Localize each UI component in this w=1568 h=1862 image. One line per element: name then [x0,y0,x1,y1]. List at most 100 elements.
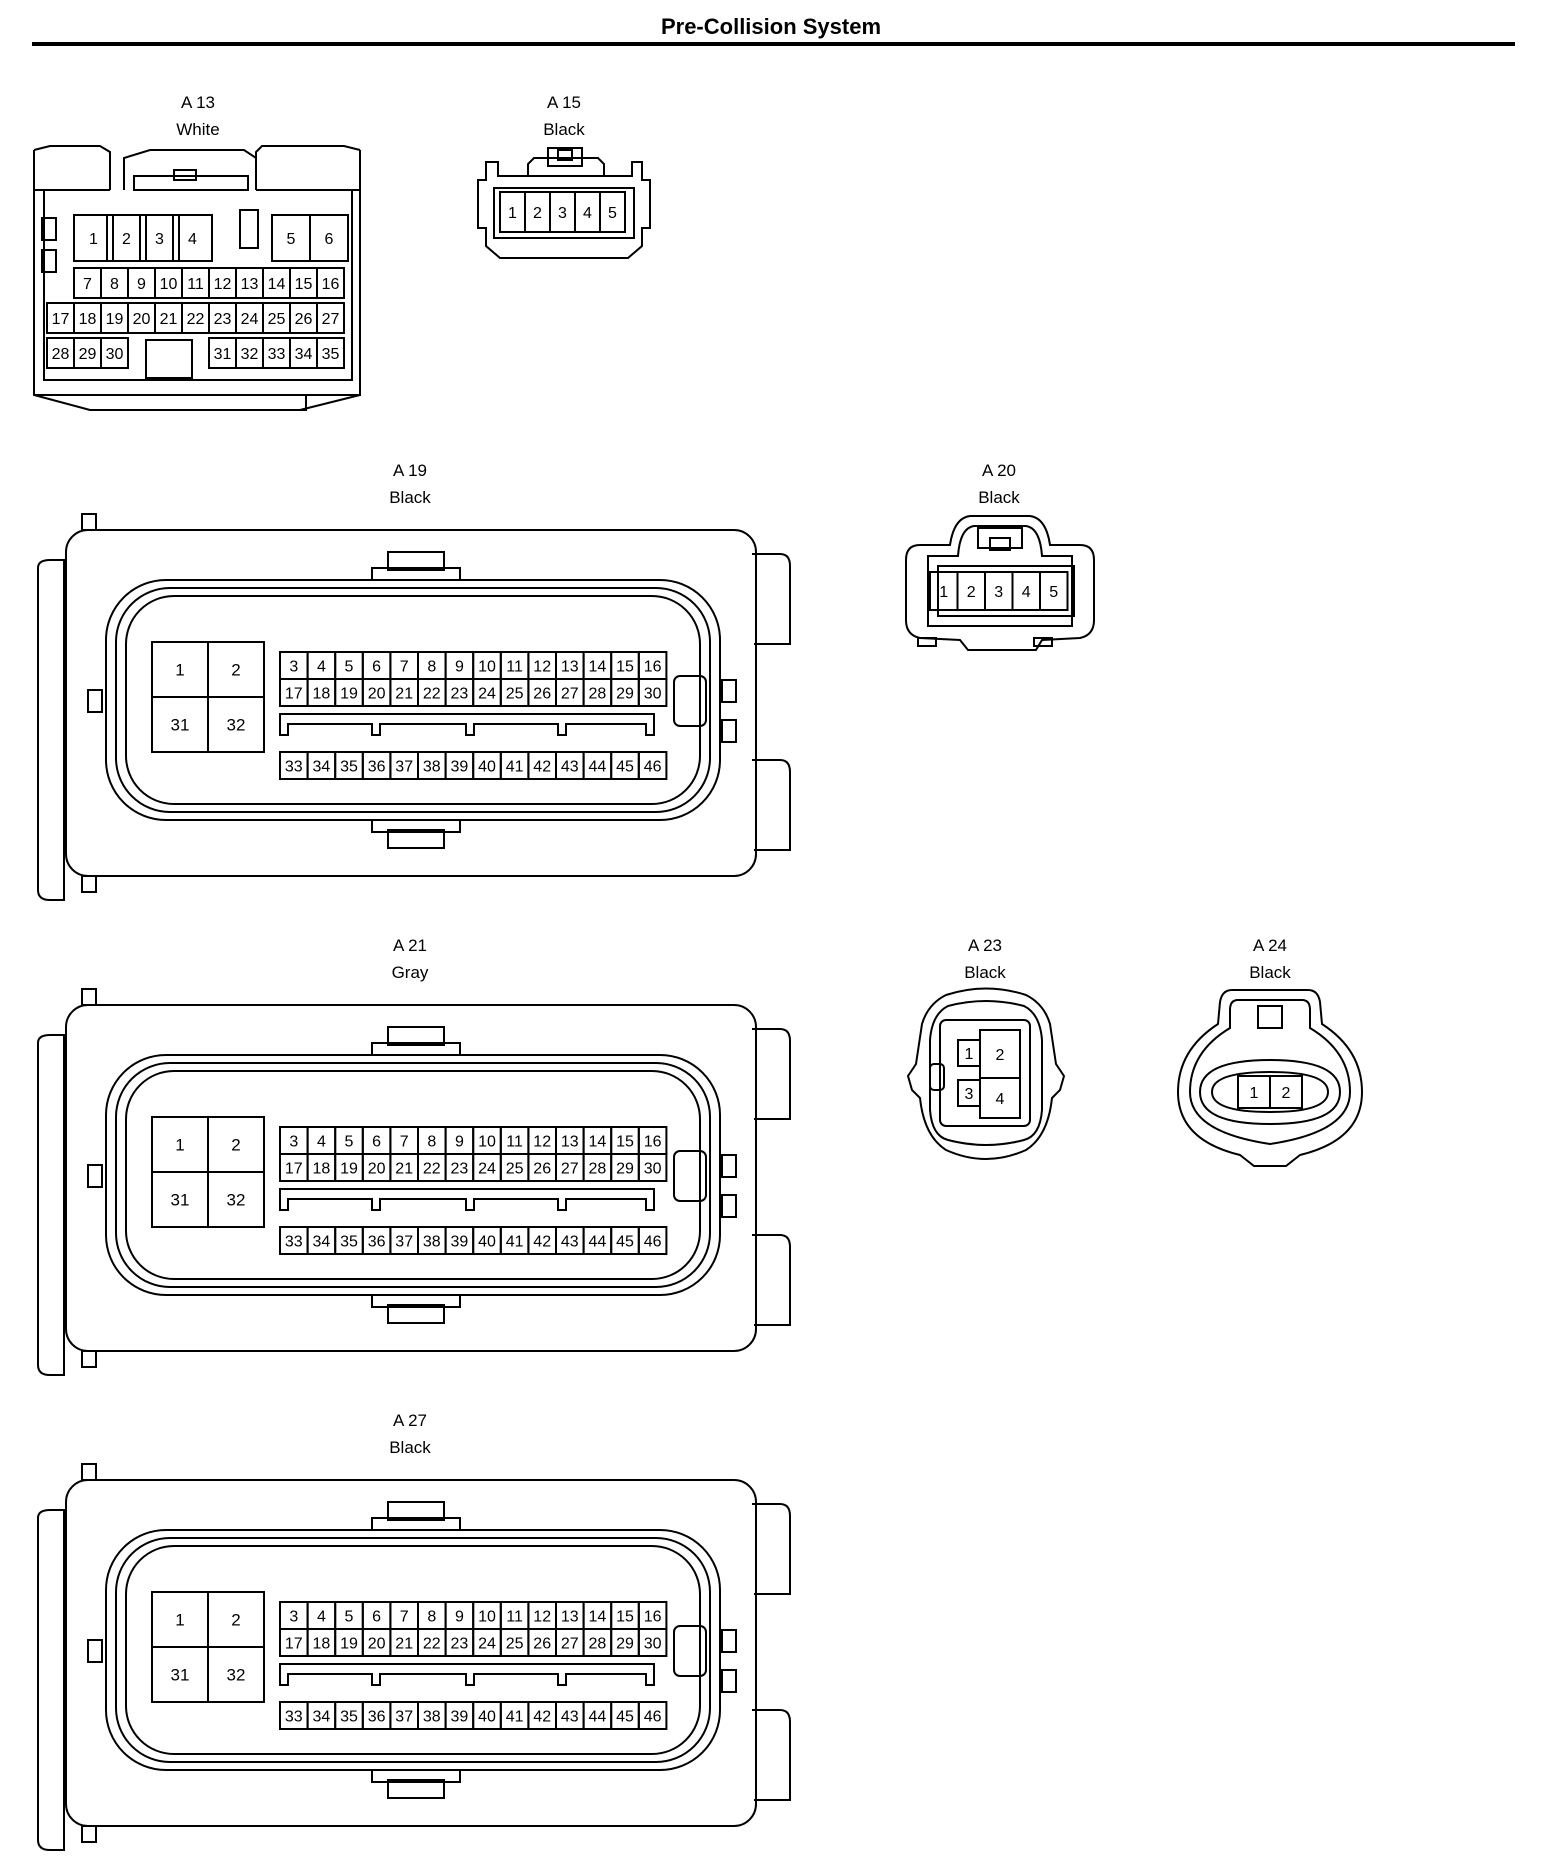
pin-cell [637,1628,668,1657]
pin-label: 25 [506,686,524,703]
pin-label: 1 [175,1136,184,1155]
pin-label: 29 [79,346,97,363]
pin-label: 25 [506,1636,524,1653]
pin-label: 35 [340,1709,358,1726]
pin-cell [637,678,668,707]
pin-label: 37 [395,759,413,776]
pin-label: 38 [423,1709,441,1726]
latch-tab [977,527,1023,549]
pin-label: 4 [583,205,592,222]
connector-a19-color: Black [389,488,431,507]
side-key [721,679,737,703]
pin-cell [100,337,129,369]
pin-label: 19 [340,1161,358,1178]
pin-label: 32 [227,1666,246,1685]
pin-label: 1 [939,584,948,601]
pin-label: 3 [289,659,298,676]
pin-label: 4 [317,659,326,676]
pin-cell [1269,1075,1303,1109]
pin-cell [106,214,147,262]
latch-slot [557,149,573,161]
pin-label: 44 [589,759,607,776]
pin-label: 37 [395,1709,413,1726]
top-latch [387,1501,445,1521]
pin-label: 39 [451,1234,469,1251]
pin-cell [316,302,345,334]
pin-cell [316,337,345,369]
pin-cell [207,696,265,753]
connector-a21-id: A 21 [393,936,427,955]
peg [81,988,97,1006]
pin-cell [73,214,114,262]
pin-label: 33 [285,1234,303,1251]
pin-cell [139,214,180,262]
pin-label: 32 [241,346,259,363]
inner-frame [34,189,360,381]
cavity-key [673,1150,707,1202]
pin-label: 3 [994,584,1003,601]
pin-label: 6 [325,231,334,248]
outer-shroud [105,1054,721,1296]
right-clip-bottom [752,1709,791,1801]
pin-label: 12 [214,276,232,293]
peg [81,513,97,531]
key-rail [279,1663,655,1686]
pin-label: 32 [227,1191,246,1210]
pin-label: 15 [616,1134,634,1151]
latch-tab [547,147,583,167]
pin-label: 14 [268,276,286,293]
pin-label: 1 [89,231,98,248]
pin-label: 31 [214,346,232,363]
pin-label: 7 [400,1134,409,1151]
pin-label: 28 [589,1636,607,1653]
pin-label: 42 [533,1234,551,1251]
latch-tab [1257,1005,1283,1029]
pin-label: 9 [455,1134,464,1151]
pin-label: 22 [423,1161,441,1178]
pin-label: 18 [79,311,97,328]
inner-shroud [115,587,711,813]
pin-label: 36 [368,1709,386,1726]
pin-label: 10 [478,659,496,676]
key-rail [279,1188,655,1211]
connector-a20-color: Black [978,488,1020,507]
pin-label: 21 [395,1636,413,1653]
side-key [929,1063,945,1091]
pin-label: 40 [478,1709,496,1726]
pin-label: 1 [508,205,517,222]
pin-label: 19 [340,686,358,703]
pin-label: 46 [644,1709,662,1726]
latch-tab [173,169,197,181]
pin-label: 7 [83,276,92,293]
connector-a20-id: A 20 [982,461,1016,480]
pin-label: 1 [175,1611,184,1630]
pin-frame [493,187,635,239]
pin-label: 3 [289,1134,298,1151]
center-key [239,209,259,249]
housing-top-left [33,145,111,190]
pin-label: 35 [322,346,340,363]
cavity [125,1545,701,1755]
peg [81,1463,97,1481]
pin-label: 11 [506,659,523,676]
inner-outline [927,525,1073,627]
inner-outline [929,1000,1043,1146]
pin-label: 43 [561,1709,579,1726]
pin-label: 10 [160,276,178,293]
connector-a13-id: A 13 [181,93,215,112]
pin-label: 2 [1282,1085,1291,1102]
housing-latch [123,149,257,190]
left-clip [37,1034,65,1376]
pin-label: 4 [188,231,197,248]
pin-label: 17 [285,1161,303,1178]
body-outline [65,1479,757,1827]
connector-a21-color: Gray [392,963,429,982]
pin-label: 45 [616,759,634,776]
pin-label: 4 [1022,584,1031,601]
pin-label: 17 [52,311,70,328]
pin-label: 7 [400,659,409,676]
latch-slot [989,537,1011,551]
pin-label: 4 [996,1091,1005,1108]
